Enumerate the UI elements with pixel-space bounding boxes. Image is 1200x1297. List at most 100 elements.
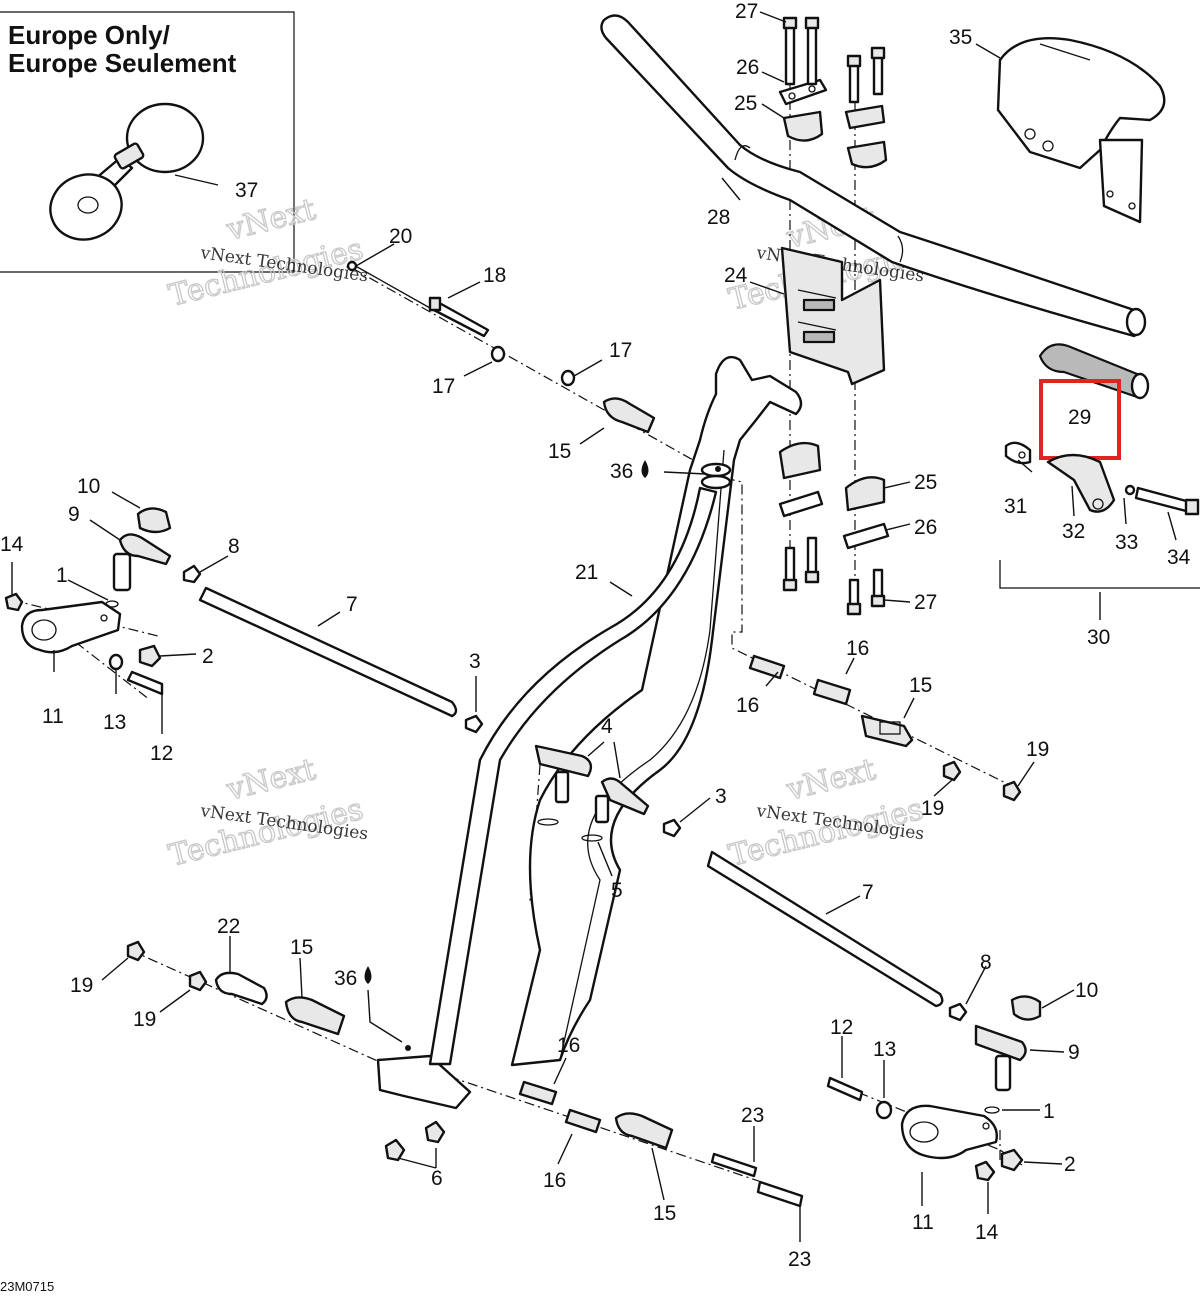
bolts-part-27-top [782,16,886,104]
bolt-part-12-left [126,670,164,696]
grease-drop-icon-a [641,460,649,478]
callout-19-right-a: 19 [921,797,944,820]
spacer-part-16-d [564,1108,602,1134]
rod-end-part-9-upper [112,533,172,592]
clamp-upper-part-25 [782,104,888,169]
bolt-part-12-right [826,1076,864,1102]
callout-37: 37 [235,179,258,202]
callout-13-left: 13 [103,711,126,734]
callout-5: 5 [611,879,623,902]
callout-16-right-a: 16 [846,637,869,660]
bushing-part-15-lower-left [284,996,346,1036]
rod-end-part-4-a [534,744,593,804]
group-bracket-30 [999,560,1200,589]
callout-8-lower: 8 [980,951,992,974]
callout-2-left: 2 [202,645,214,668]
callout-3-upper: 3 [469,650,481,673]
inset-title-line1: Europe Only/ [8,20,170,50]
nut-part-8-lower [948,1002,968,1022]
callout-27-lower: 27 [914,591,937,614]
tie-rod-part-7-upper [198,586,458,718]
assembly-lines [11,20,1023,1196]
callout-36-upper: 36 [610,460,633,483]
callout-18: 18 [483,264,506,287]
svg-text:vNext: vNext [782,752,879,808]
washer-part-17-b [560,369,576,387]
callout-6: 6 [431,1167,443,1190]
callout-10-upper: 10 [77,475,100,498]
callout-13-right: 13 [873,1038,896,1061]
callout-20: 20 [389,225,412,248]
washer-part-13-right [875,1100,893,1120]
callout-17-left: 17 [432,375,455,398]
callout-3-lower: 3 [715,785,727,808]
callout-12-left: 12 [150,742,173,765]
callout-30: 30 [1087,626,1110,649]
callout-2-right: 2 [1064,1153,1076,1176]
grease-drop-icon-b [364,966,372,984]
bolts-part-27-lower [782,536,886,616]
steering-arm-part-11-left [20,600,122,654]
callout-35: 35 [949,26,972,49]
spacer-part-16-a [748,654,786,680]
grip-part-29 [1038,343,1150,400]
callout-1-left: 1 [56,564,68,587]
washer-part-1-right [984,1106,1000,1114]
steering-arm-part-11-right [900,1104,998,1160]
callout-9-upper: 9 [68,503,80,526]
callout-26: 26 [736,56,759,79]
callout-12-right: 12 [830,1016,853,1039]
nut-part-2-right [1000,1148,1024,1172]
washer-part-13-left [108,653,124,671]
handlebar-cover-part-35 [996,37,1166,224]
clamp-plate-part-24 [780,246,886,386]
callout-4: 4 [601,715,613,738]
callout-14-left: 14 [0,533,24,556]
callout-9-lower: 9 [1068,1041,1080,1064]
diagram-code: 23M0715 [0,1279,54,1294]
callout-labels: 27 26 25 35 37 28 20 24 18 17 17 29 15 3… [0,0,1191,1271]
callout-7-lower: 7 [862,881,874,904]
callout-16-lower-a: 16 [557,1034,580,1057]
callout-19-right-b: 19 [1026,738,1049,761]
plate-part-26-lower [778,490,890,550]
callout-8-upper: 8 [228,535,240,558]
inset-title-line2: Europe Seulement [8,48,237,78]
callout-15-lower-right: 15 [653,1202,676,1225]
callout-14-right: 14 [975,1221,999,1244]
callout-19-lower-a: 19 [70,974,93,997]
callout-23-lower: 23 [788,1248,811,1271]
steering-column-part-21 [376,355,803,1110]
callout-7-upper: 7 [346,593,358,616]
callout-29: 29 [1068,406,1091,429]
nut-part-19-lower-b [188,970,208,992]
boot-part-10-lower [1010,995,1042,1021]
callout-15-upper: 15 [548,440,571,463]
handlebar-part-28 [600,14,1147,338]
bolt-part-18 [428,296,490,338]
bracket-part-32 [1046,453,1116,513]
callout-36-lower: 36 [334,967,357,990]
nut-part-14-left [4,592,24,612]
clamp-lower-part-25 [778,441,886,512]
clip-part-31 [1004,441,1032,465]
callout-16-lower-b: 16 [543,1169,566,1192]
nut-part-19-lower-a [126,940,146,962]
horn-part-37 [49,102,205,241]
tie-rod-part-7-lower [706,850,944,1008]
callout-26-lower: 26 [914,516,937,539]
rod-end-part-9-lower [974,1024,1027,1092]
nut-part-3-lower [662,818,682,838]
nut-part-3-upper [464,714,484,734]
plate-part-26-top [778,78,828,106]
watermark-left-top: vNext Technologies vNext Technologies [165,191,370,314]
callout-10-lower: 10 [1075,979,1098,1002]
orings-part-5 [537,818,603,842]
nut-part-19-right-b [1002,780,1022,802]
nut-part-19-right-a [942,760,962,782]
callout-27: 27 [735,0,758,23]
spacer-part-16-c [518,1080,558,1106]
bushing-part-15-upper [602,397,656,434]
callout-16-right-b: 16 [736,694,759,717]
callout-32: 32 [1062,520,1085,543]
